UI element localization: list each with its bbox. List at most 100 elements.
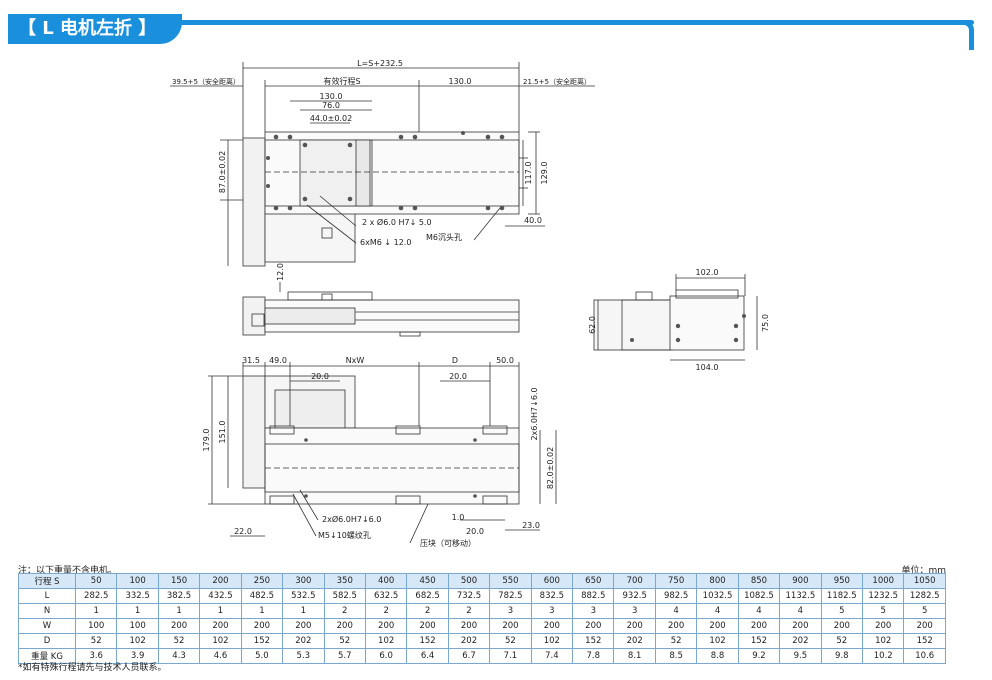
table-cell: 100 [116, 573, 159, 589]
table-cell: 5.3 [282, 648, 325, 664]
table-cell: 200 [572, 618, 615, 634]
table-cell: 100 [74, 618, 118, 634]
table-cell: 750 [654, 573, 698, 589]
table-cell: 550 [489, 573, 532, 589]
table-cell: 152 [903, 633, 946, 649]
table-cell: 3 [613, 603, 656, 619]
table-cell: 2 [323, 603, 366, 619]
table-cell: 1132.5 [779, 588, 822, 604]
table-cell: 9.2 [737, 648, 781, 664]
table-cell: 52 [820, 633, 864, 649]
table-cell: 1 [116, 603, 159, 619]
table-cell: 200 [613, 618, 656, 634]
table-cell: 102 [862, 633, 905, 649]
dim-NxW: NxW [346, 356, 365, 365]
table-cell: 52 [654, 633, 698, 649]
table-cell: 200 [820, 618, 864, 634]
table-cell: 8.8 [696, 648, 739, 664]
table-cell: 200 [447, 618, 491, 634]
row-label: D [18, 633, 76, 649]
table-cell: 400 [364, 573, 408, 589]
table-cell: 3 [572, 603, 615, 619]
table-cell: 1050 [903, 573, 946, 589]
dim-23: 23.0 [522, 521, 540, 530]
note-pin-holes: 2 x Ø6.0 H7↓ 5.0 [362, 217, 432, 227]
table-cell: 10.2 [862, 648, 905, 664]
dim-75: 75.0 [761, 314, 770, 332]
table-cell: 1182.5 [820, 588, 864, 604]
table-cell: 200 [323, 618, 366, 634]
dim-129: 129.0 [540, 162, 549, 185]
table-cell: 2 [364, 603, 408, 619]
table-cell: 932.5 [613, 588, 656, 604]
table-cell: 200 [364, 618, 408, 634]
table-cell: 850 [737, 573, 781, 589]
table-cell: 202 [779, 633, 822, 649]
table-cell: 200 [157, 618, 201, 634]
note-m5-thread: M5↓10螺纹孔 [318, 530, 371, 540]
dim-62: 62.0 [588, 316, 597, 334]
table-cell: 500 [447, 573, 491, 589]
table-cell: 1 [74, 603, 118, 619]
table-cell: 202 [447, 633, 491, 649]
note-pin-bottom: 2xØ6.0H7↓6.0 [322, 514, 381, 524]
row-label: L [18, 588, 76, 604]
table-cell: 152 [737, 633, 781, 649]
table-cell: 1000 [862, 573, 905, 589]
dim-179: 179.0 [202, 429, 211, 452]
section-title: 【 L 电机左折 】 [8, 14, 183, 44]
table-cell: 1282.5 [903, 588, 946, 604]
table-cell: 1082.5 [737, 588, 781, 604]
dim-D: D [452, 356, 458, 365]
dim-49: 49.0 [269, 356, 287, 365]
table-cell: 782.5 [489, 588, 532, 604]
table-cell: 732.5 [447, 588, 491, 604]
table-cell: 4 [779, 603, 822, 619]
note-clamp-block: 压块（可移动） [420, 538, 476, 548]
table-cell: 632.5 [364, 588, 408, 604]
dim-104: 104.0 [696, 363, 719, 372]
table-cell: 5 [903, 603, 946, 619]
table-cell: 152 [406, 633, 449, 649]
table-cell: 200 [903, 618, 946, 634]
header-rule-corner [964, 20, 974, 50]
table-cell: 200 [406, 618, 449, 634]
table-cell: 950 [820, 573, 864, 589]
table-cell: 152 [572, 633, 615, 649]
table-cell: 4.6 [199, 648, 242, 664]
table-cell: 152 [240, 633, 284, 649]
dim-20-right: 20.0 [449, 372, 467, 381]
top-view: L=S+232.5 39.5+5（安全距离） 有效行程S 130.0 21.5+… [170, 59, 595, 267]
dim-right-safe: 21.5+5（安全距离） [523, 77, 591, 86]
dim-20-left: 20.0 [311, 372, 329, 381]
dim-117: 117.0 [524, 162, 533, 185]
dim-L: L=S+232.5 [357, 59, 403, 68]
table-cell: 8.5 [654, 648, 698, 664]
table-cell: 5.7 [323, 648, 366, 664]
table-cell: 7.4 [530, 648, 574, 664]
dim-87: 87.0±0.02 [218, 151, 227, 193]
table-cell: 200 [862, 618, 905, 634]
table-cell: 52 [489, 633, 532, 649]
table-cell: 100 [116, 618, 159, 634]
table-cell: 52 [323, 633, 366, 649]
table-cell: 1 [240, 603, 284, 619]
table-cell: 102 [199, 633, 242, 649]
table-cell: 6.7 [447, 648, 491, 664]
note-m6-holes: 6xM6 ↓ 12.0 [360, 238, 411, 247]
special-stroke-note: *如有特殊行程请先与技术人员联系。 [18, 663, 167, 673]
row-label: W [18, 618, 76, 634]
table-cell: 102 [364, 633, 408, 649]
table-cell: 1 [282, 603, 325, 619]
table-cell: 10.6 [903, 648, 946, 664]
table-cell: 200 [779, 618, 822, 634]
table-cell: 282.5 [74, 588, 118, 604]
dim-22: 22.0 [234, 527, 252, 536]
table-cell: 432.5 [199, 588, 242, 604]
table-cell: 332.5 [116, 588, 159, 604]
table-cell: 482.5 [240, 588, 284, 604]
